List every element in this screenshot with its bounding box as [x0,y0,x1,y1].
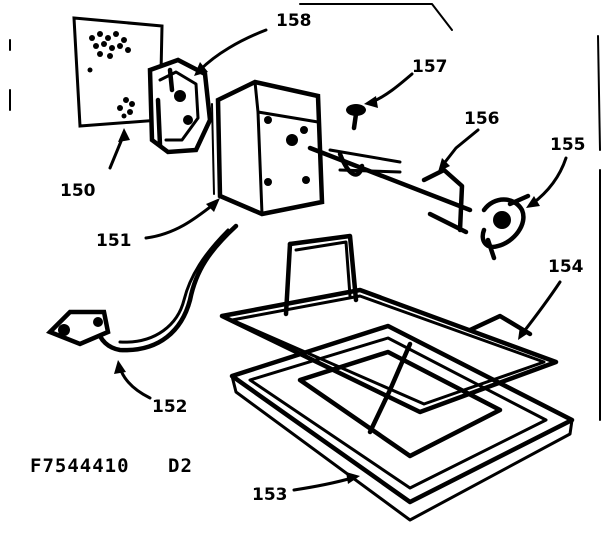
part-152-power-cord [45,223,239,353]
callout-150: 150 [60,181,96,201]
callout-155: 155 [550,135,586,155]
callout-152: 152 [152,397,188,417]
part-154-wire-rack [219,233,559,435]
plate-dots [87,31,135,119]
part-157-screw [346,104,366,131]
drawing-code: F7544410 [30,455,130,477]
part-155-handle [480,193,531,261]
callout-151: 151 [96,231,132,251]
callout-156: 156 [464,109,500,129]
part-156-spit-rod [307,145,473,235]
callout-158: 158 [276,11,312,31]
part-153-drip-pan [229,323,575,522]
frame-edge-lines [9,3,601,421]
callout-157: 157 [412,57,448,77]
part-151-motor-housing [211,79,325,217]
leader-lines [108,28,568,492]
drawing-revision: D2 [168,455,193,477]
part-150-mounting-plate [72,16,164,128]
callout-154: 154 [548,257,584,277]
part-158-bracket [147,57,213,155]
housing-screws [264,116,310,186]
callout-153: 153 [252,485,288,505]
